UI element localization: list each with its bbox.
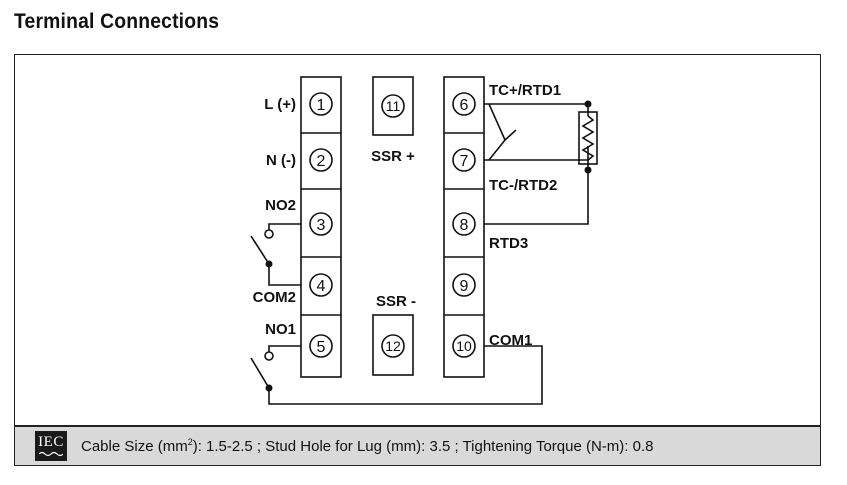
terminal-12 (381, 334, 405, 358)
no2-wire (268, 223, 301, 230)
diagram-frame (14, 54, 821, 426)
terminal-1 (309, 92, 333, 116)
terminal-4 (309, 273, 333, 297)
com2-wire (268, 264, 301, 286)
rtd3-wire (484, 170, 589, 225)
terminal-11-label: 11 (386, 98, 401, 114)
rtd2-wire (489, 146, 589, 161)
terminal-8-label: 8 (460, 217, 469, 234)
terminal-10 (452, 334, 476, 358)
no2-contact (264, 229, 274, 239)
no1-wire (268, 345, 301, 352)
left-terminal-block (300, 76, 342, 378)
terminal-9 (452, 273, 476, 297)
terminal-2-label: 2 (317, 153, 326, 170)
label-no2: NO2 (265, 197, 296, 214)
terminal-3 (309, 212, 333, 236)
label-ssr-plus: SSR + (371, 148, 415, 165)
terminal-5 (309, 334, 333, 358)
tc-minus-lead (484, 139, 506, 161)
label-com2: COM2 (253, 289, 296, 306)
tc-plus-lead (484, 103, 517, 142)
ssr-plus-block (372, 76, 414, 136)
label-tc-plus-rtd1: TC+/RTD1 (489, 82, 561, 99)
terminal-1-label: 1 (317, 97, 326, 114)
rtd1-wire (489, 103, 589, 116)
iec-wave-icon (39, 451, 63, 457)
terminal-5-label: 5 (317, 339, 326, 356)
page-title: Terminal Connections (14, 10, 220, 33)
terminal-10-label: 10 (456, 338, 472, 354)
right-terminal-block (443, 76, 485, 378)
terminal-12-label: 12 (385, 338, 401, 354)
terminal-4-label: 4 (317, 278, 326, 295)
terminal-2 (309, 148, 333, 172)
relay1-switch-arm (250, 357, 270, 389)
rtd-resistor (578, 111, 598, 165)
label-l-plus: L (+) (264, 96, 296, 113)
label-n-minus: N (-) (266, 152, 296, 169)
label-ssr-minus: SSR - (376, 293, 416, 310)
label-no1: NO1 (265, 321, 296, 338)
no1-contact (264, 351, 274, 361)
label-rtd3: RTD3 (489, 235, 528, 252)
terminal-11 (381, 94, 405, 118)
terminal-3-label: 3 (317, 217, 326, 234)
cable-spec-text: Cable Size (mm2): 1.5-2.5 ; Stud Hole fo… (81, 437, 654, 455)
terminal-6-label: 6 (460, 97, 469, 114)
terminal-8 (452, 212, 476, 236)
terminal-7-label: 7 (460, 153, 469, 170)
terminal-6 (452, 92, 476, 116)
footer-bar: IEC Cable Size (mm2): 1.5-2.5 ; Stud Hol… (14, 426, 821, 466)
terminal-7 (452, 148, 476, 172)
ssr-minus-block (372, 314, 414, 376)
com1-wire (268, 345, 543, 405)
label-tc-minus-rtd2: TC-/RTD2 (489, 177, 557, 194)
label-com1: COM1 (489, 332, 532, 349)
iec-logo: IEC (35, 431, 67, 461)
relay2-switch-arm (250, 235, 270, 265)
rtd-zigzag (581, 115, 595, 161)
iec-logo-text: IEC (38, 434, 64, 450)
terminal-9-label: 9 (460, 278, 469, 295)
